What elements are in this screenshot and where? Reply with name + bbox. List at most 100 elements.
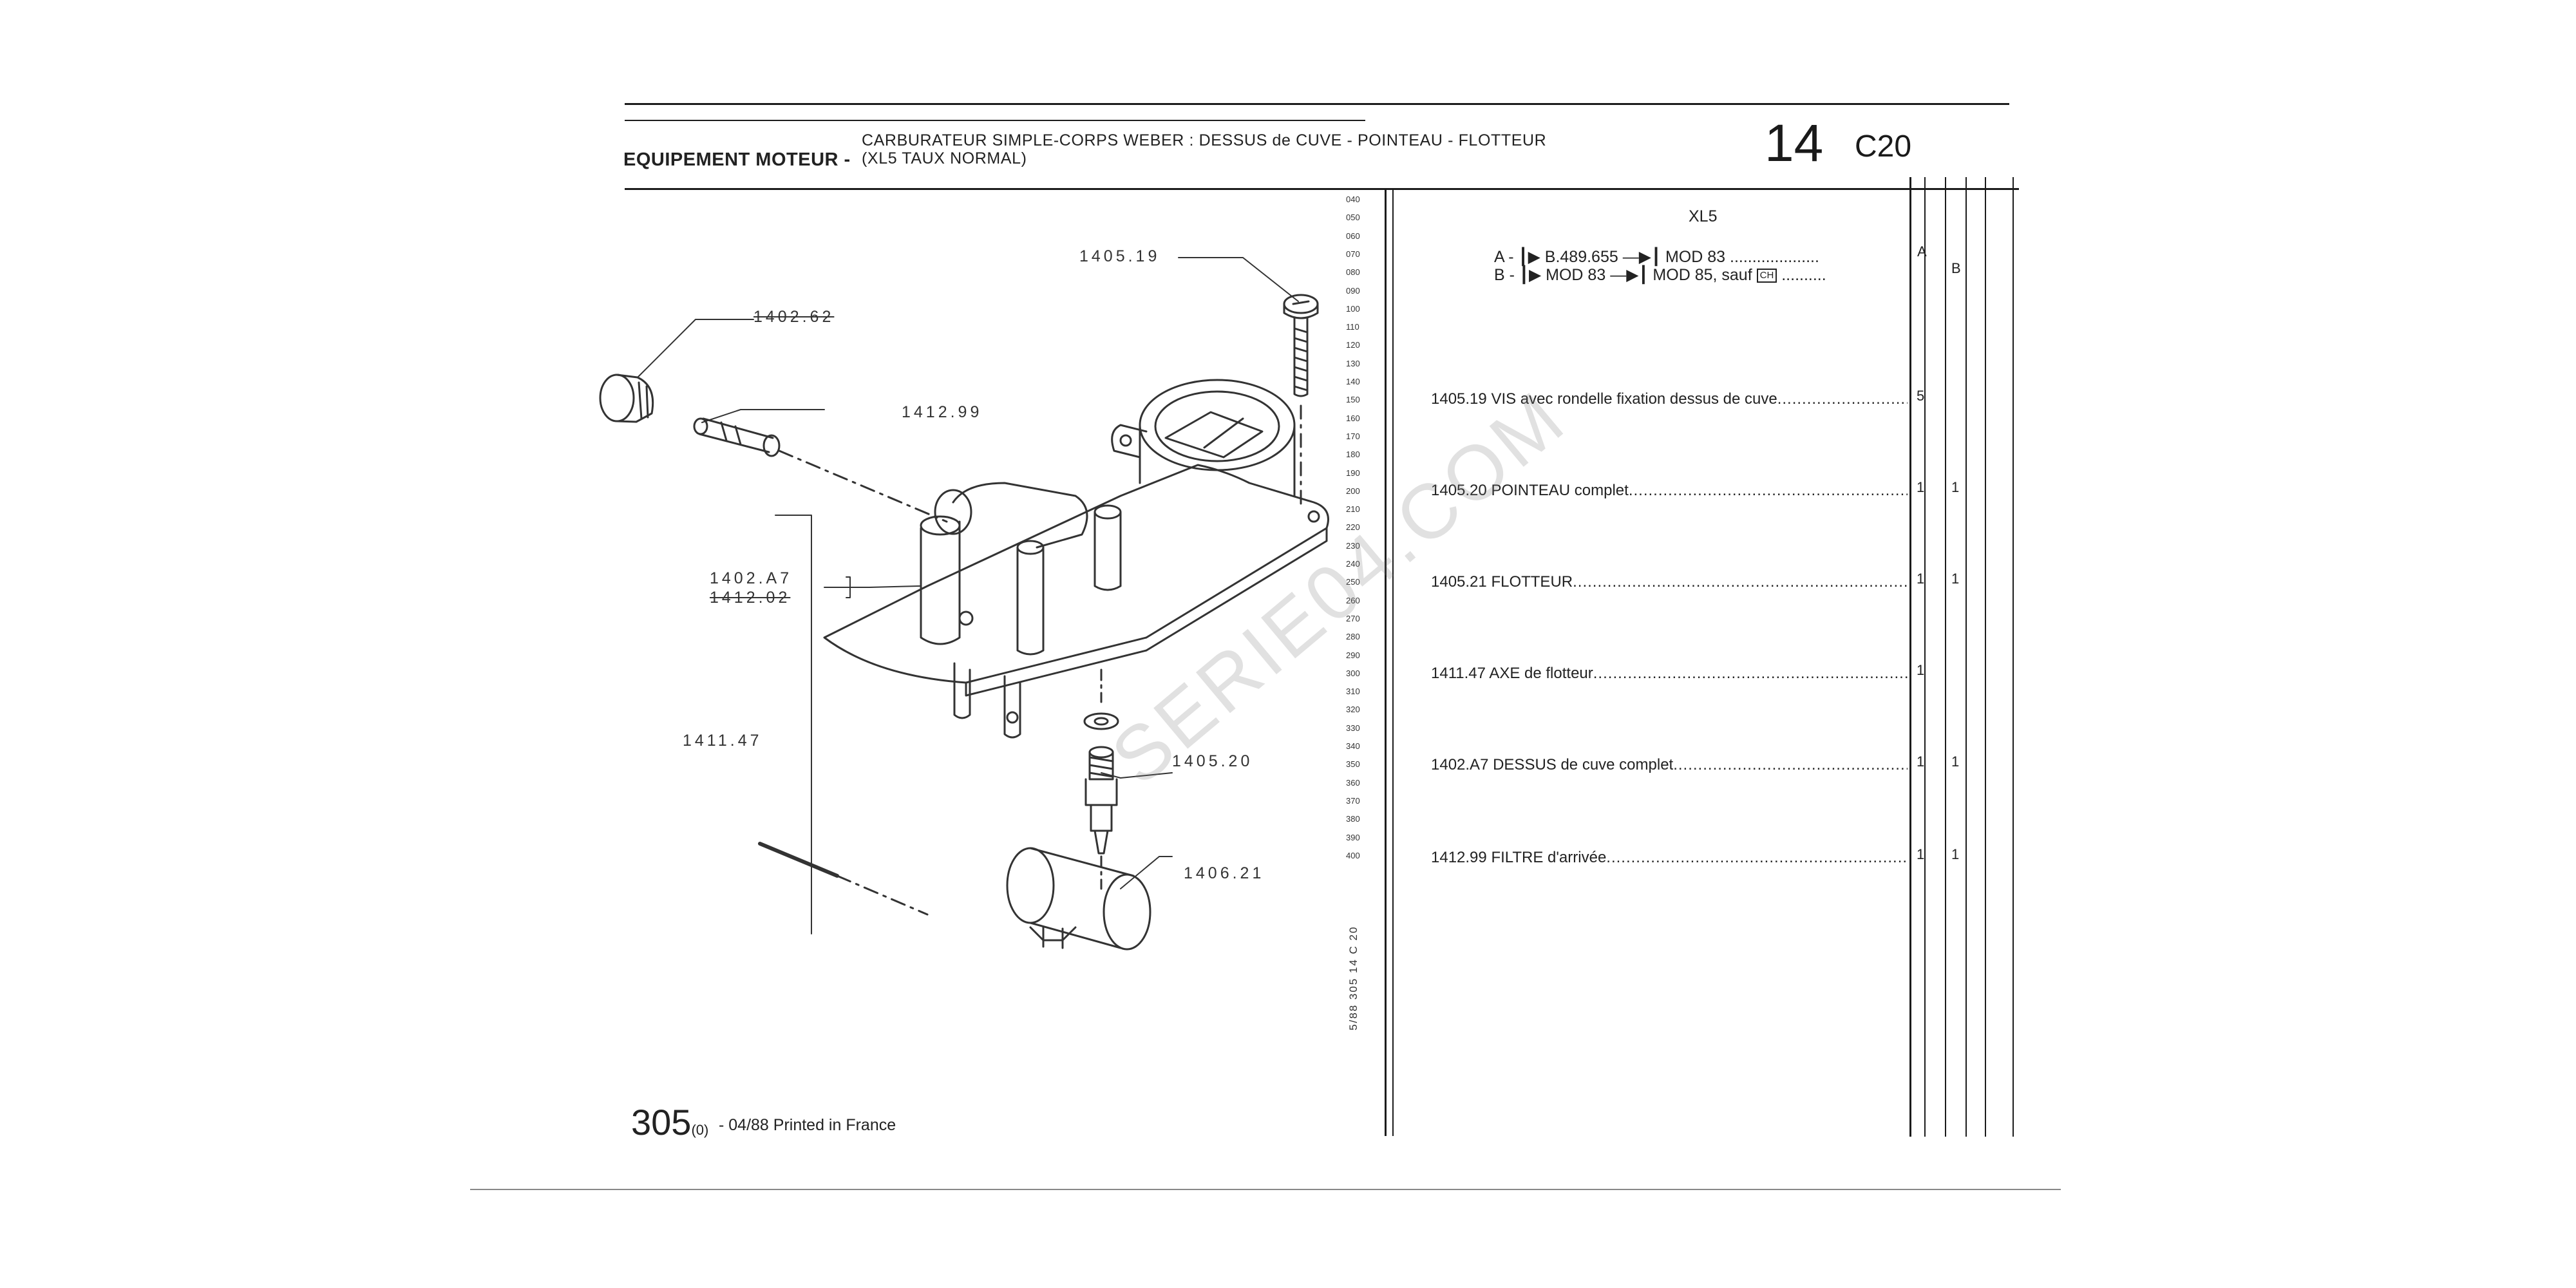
ruler-tick: 390	[1346, 832, 1360, 842]
page-number-suffix: (0)	[691, 1122, 709, 1138]
ruler-tick: 210	[1346, 504, 1360, 515]
part-ref: 1402.A7	[1431, 756, 1489, 773]
ruler-tick: 070	[1346, 249, 1360, 259]
qty-col-divider-3	[1945, 177, 1946, 1137]
ruler-tick: 260	[1346, 595, 1360, 605]
variant-a-start: B.489.655	[1544, 248, 1618, 266]
page-number-value: 305	[631, 1102, 692, 1142]
qty-variant-a: 5	[1917, 388, 1925, 404]
ruler-tick: 140	[1346, 377, 1360, 386]
ruler-divider	[1385, 188, 1387, 1136]
country-badge: CH	[1756, 269, 1777, 283]
callout-1412-02: 1412.02	[710, 589, 791, 607]
qty-col-divider-1	[1909, 177, 1911, 1137]
variant-b: B - ┃▶ MOD 83 —▶┃ MOD 85, sauf CH ......…	[1494, 266, 1826, 284]
ruler-tick: 150	[1346, 395, 1360, 405]
print-info: - 04/88 Printed in France	[719, 1116, 896, 1134]
callout-1405-20: 1405.20	[1172, 752, 1253, 770]
ruler-tick: 080	[1346, 267, 1360, 278]
qty-col-divider-5	[1985, 177, 1986, 1137]
ruler-tick: 400	[1346, 850, 1360, 860]
header-rule-mid	[625, 120, 1365, 121]
part-row: 1411.47 AXE de flotteur.................…	[1431, 665, 1908, 682]
callout-1412-99: 1412.99	[902, 403, 983, 421]
part-ref: 1412.99	[1431, 849, 1487, 866]
ruler-tick: 190	[1346, 468, 1360, 478]
ruler-tick: 310	[1346, 687, 1360, 697]
ruler-tick: 270	[1346, 613, 1360, 623]
page-title: CARBURATEUR SIMPLE-CORPS WEBER : DESSUS …	[862, 131, 1546, 167]
ruler-tick: 380	[1346, 814, 1360, 824]
arrow-start-icon: ┃▶	[1518, 248, 1540, 266]
ruler-tick: 280	[1346, 632, 1360, 642]
callout-1405-19: 1405.19	[1079, 247, 1160, 265]
filter-part	[693, 417, 781, 457]
ruler-tick: 100	[1346, 303, 1360, 314]
part-description: VIS avec rondelle fixation dessus de cuv…	[1491, 390, 1777, 408]
arrow-start-icon: ┃▶	[1519, 266, 1542, 284]
part-description: POINTEAU complet	[1491, 482, 1629, 499]
ruler-tick: 170	[1346, 431, 1360, 441]
page-number: 305(0)	[631, 1101, 708, 1143]
variant-a-label: A -	[1494, 248, 1514, 266]
section-code: C20	[1855, 129, 1912, 164]
qty-variant-b: 1	[1951, 479, 1960, 495]
qty-variant-b: 1	[1951, 753, 1960, 770]
variant-heading: XL5	[1689, 207, 1718, 225]
ruler-tick: 130	[1346, 358, 1360, 368]
ruler-tick: 350	[1346, 759, 1360, 770]
title-line-2: (XL5 TAUX NORMAL)	[862, 149, 1027, 167]
qty-col-divider-6	[2012, 177, 2014, 1137]
header-top-rule	[625, 103, 2009, 105]
qty-variant-b: 1	[1951, 571, 1960, 587]
ruler-tick: 110	[1346, 322, 1359, 332]
group-number: 14	[1765, 114, 1824, 173]
section-label: EQUIPEMENT MOTEUR -	[623, 149, 851, 170]
screw-part	[1283, 294, 1319, 397]
part-row: 1405.19 VIS avec rondelle fixation dessu…	[1431, 390, 1908, 408]
float-pin-part	[758, 842, 839, 878]
arrow-end-icon: —▶┃	[1622, 248, 1661, 266]
part-row: 1405.20 POINTEAU complet................…	[1431, 482, 1908, 499]
variant-b-start: MOD 83	[1546, 266, 1606, 284]
arrow-end-icon: —▶┃	[1610, 266, 1649, 284]
part-ref: 1411.47	[1431, 665, 1486, 682]
inlet-fitting-part	[599, 374, 654, 423]
qty-col-divider-2	[1924, 177, 1926, 1137]
carburettor-top-body	[823, 379, 1329, 739]
ruler-tick: 120	[1346, 340, 1360, 350]
ruler-tick: 370	[1346, 795, 1360, 806]
ruler-tick: 220	[1346, 522, 1360, 533]
ruler-divider-2	[1392, 188, 1394, 1136]
callout-1406-21: 1406.21	[1184, 864, 1265, 882]
part-row: 1412.99 FILTRE d'arrivée................…	[1431, 849, 1908, 866]
ruler-tick: 290	[1346, 650, 1360, 660]
part-row: 1402.A7 DESSUS de cuve complet..........…	[1431, 756, 1908, 773]
ruler-tick: 180	[1346, 450, 1360, 460]
part-ref: 1405.19	[1431, 390, 1487, 408]
ruler-tick: 160	[1346, 413, 1360, 423]
ruler-tick: 060	[1346, 231, 1360, 241]
callout-1402-A7: 1402.A7	[710, 569, 793, 587]
ruler-tick: 090	[1346, 285, 1360, 296]
page-bottom-rule	[470, 1189, 2061, 1190]
ruler-tick: 330	[1346, 723, 1360, 733]
qty-variant-a: 1	[1917, 662, 1925, 678]
title-line-1: CARBURATEUR SIMPLE-CORPS WEBER : DESSUS …	[862, 131, 1547, 149]
ruler-tick: 300	[1346, 668, 1360, 678]
part-description: FLOTTEUR	[1491, 573, 1573, 591]
variant-col-a: A	[1917, 243, 1927, 260]
variant-a-end: MOD 83	[1665, 248, 1726, 266]
qty-col-divider-4	[1965, 177, 1967, 1137]
float-part	[1006, 847, 1151, 951]
qty-variant-b: 1	[1951, 846, 1960, 862]
ruler-tick: 230	[1346, 540, 1360, 551]
ruler-tick: 050	[1346, 213, 1360, 223]
ruler-tick: 250	[1346, 577, 1360, 587]
qty-variant-a: 1	[1917, 571, 1925, 587]
ruler-tick: 340	[1346, 741, 1360, 751]
variant-col-b: B	[1951, 260, 1961, 276]
variant-b-label: B -	[1494, 266, 1515, 284]
variant-a: A - ┃▶ B.489.655 —▶┃ MOD 83 ............…	[1494, 248, 1819, 266]
part-ref: 1405.21	[1431, 573, 1487, 591]
